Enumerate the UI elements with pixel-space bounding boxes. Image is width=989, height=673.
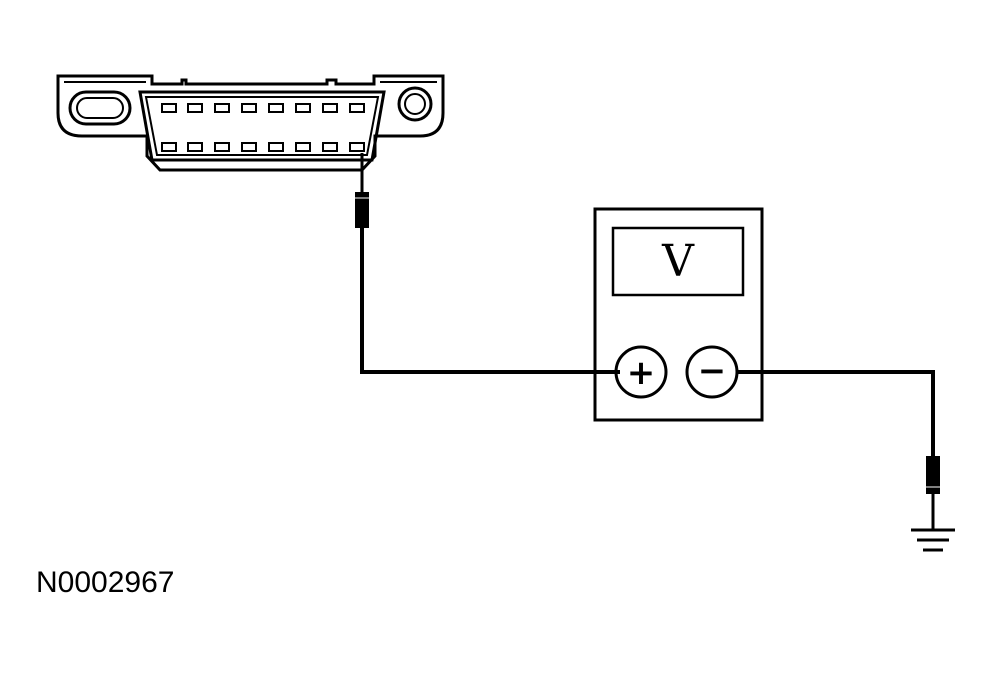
connector-pin [322, 103, 338, 113]
connector-pin [322, 142, 338, 152]
positive-terminal-label: + [627, 353, 656, 393]
ground-probe-handle [926, 456, 940, 494]
test-probe-connector [355, 153, 369, 228]
pin-row-bottom [161, 142, 365, 152]
connector-pin [241, 142, 257, 152]
connector-pin [295, 103, 311, 113]
ground-symbol [911, 528, 955, 552]
connector-shell [138, 90, 386, 162]
meter-display [611, 226, 745, 297]
connector-pin [268, 103, 284, 113]
connector-flange [56, 74, 445, 172]
negative-terminal-label: − [698, 351, 727, 391]
meter-body [593, 207, 764, 422]
connector-pin [161, 142, 177, 152]
mounting-slot [68, 90, 132, 126]
negative-lead-wire [737, 370, 935, 458]
connector-shell-inner [144, 96, 380, 156]
test-probe-ground [926, 456, 940, 530]
connector-pin [187, 103, 203, 113]
connector-pin [268, 142, 284, 152]
connector-pin [214, 103, 230, 113]
pin-row-top [161, 103, 365, 113]
meter-display-symbol: V [661, 236, 695, 287]
negative-terminal: − [685, 345, 739, 399]
figure-id: N0002967 [36, 566, 175, 599]
connector-pin [241, 103, 257, 113]
obd-connector [56, 74, 445, 172]
connector-pin [187, 142, 203, 152]
probe-handle [355, 192, 369, 228]
connector-pin [349, 103, 365, 113]
mounting-hole [397, 86, 433, 122]
connector-pin [161, 103, 177, 113]
connector-pin [295, 142, 311, 152]
connector-pin [349, 142, 365, 152]
multimeter: V + − [593, 207, 764, 422]
positive-terminal: + [614, 345, 668, 399]
positive-lead-wire [360, 228, 620, 374]
connector-pin [214, 142, 230, 152]
